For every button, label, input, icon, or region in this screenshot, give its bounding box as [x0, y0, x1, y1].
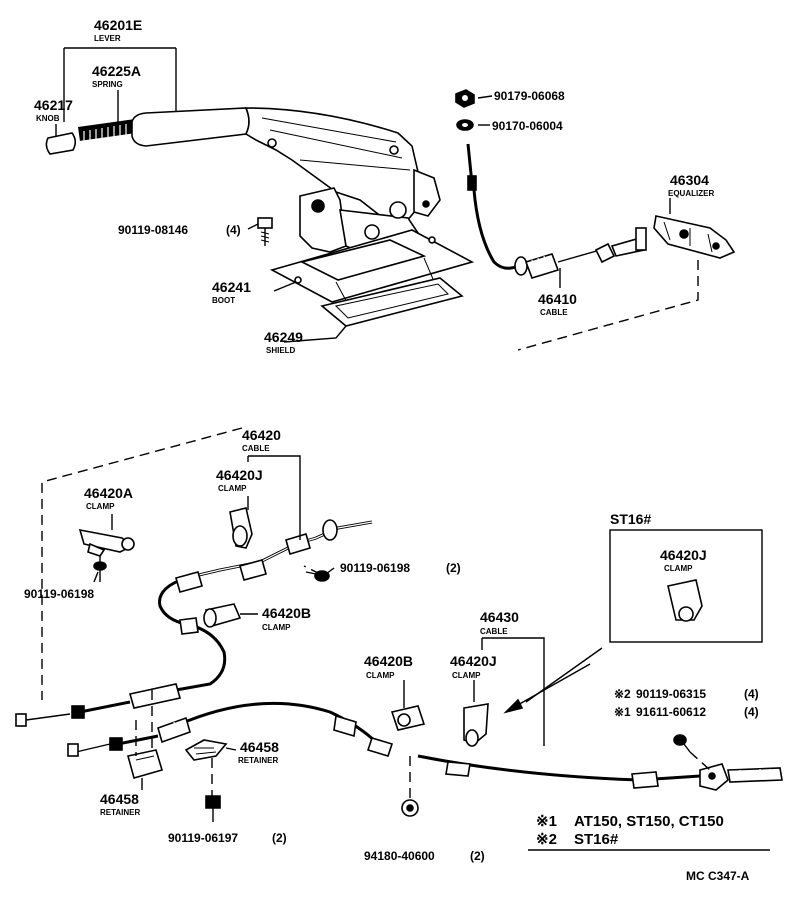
- front-cable-number: 46410: [538, 291, 577, 307]
- equalizer-drawing: [653, 215, 736, 259]
- shield-name: SHIELD: [266, 346, 296, 355]
- bolt-x2-number: 90119-06315: [636, 687, 706, 701]
- washer-top-number: 90170-06004: [492, 119, 563, 133]
- front-cable-name: CABLE: [540, 308, 568, 317]
- bolt-x1-number: 91611-60612: [636, 705, 706, 719]
- lever-grip-drawing: [131, 107, 250, 147]
- bolt-bottom-number: 90119-06197: [168, 831, 238, 845]
- retainer-upper-drawing: [184, 739, 228, 761]
- retainer-upper-number: 46458: [240, 739, 279, 755]
- ref-code: MC C347-A: [686, 869, 750, 883]
- inset-arrow: [503, 647, 603, 714]
- washer-top-drawing: [456, 119, 474, 131]
- knob-drawing: [45, 132, 77, 155]
- bolt-bottom-drawing: [205, 795, 221, 822]
- spring-drawing: [78, 119, 136, 143]
- clamp-b2-name: CLAMP: [366, 671, 395, 680]
- clamp-j2-drawing: [463, 703, 489, 747]
- clamp-a-drawing: [78, 528, 135, 557]
- clamp-j-name: CLAMP: [218, 484, 247, 493]
- retainer-lower-drawing: [127, 749, 163, 779]
- front-cable-drawing: [466, 143, 647, 279]
- bolt-bottom-qty: (2): [272, 831, 287, 845]
- equalizer-number: 46304: [670, 172, 709, 188]
- bolt-x2-qty: (4): [744, 687, 759, 701]
- note1-mark: ※1: [536, 813, 557, 830]
- spring-number: 46225A: [92, 63, 141, 79]
- lever-bracket-drawing: [299, 187, 347, 253]
- bolt-clamp-a-number: 90119-06198: [24, 587, 94, 601]
- grommet-drawing: [401, 799, 419, 817]
- equalizer-name: EQUALIZER: [668, 189, 714, 198]
- bolt-x1-qty: (4): [744, 705, 759, 719]
- clamp-b-name: CLAMP: [262, 623, 291, 632]
- bolt-clamp-a-drawing: [93, 556, 107, 582]
- bolt-x1-mark: ※1: [614, 705, 631, 719]
- inset-box: [609, 529, 763, 643]
- clamp-b-drawing: [203, 603, 242, 628]
- inset-clamp-number: 46420J: [660, 547, 707, 563]
- clamp-j2-number: 46420J: [450, 653, 497, 669]
- boot-number: 46241: [212, 279, 251, 295]
- bolt-top-qty: (4): [226, 223, 241, 237]
- grommet-qty: (2): [470, 849, 485, 863]
- knob-number: 46217: [34, 97, 73, 113]
- clamp-b2-drawing: [390, 705, 426, 731]
- nut-top-drawing: [455, 89, 475, 108]
- note2-mark: ※2: [536, 831, 557, 848]
- upper-leaders: [55, 47, 671, 343]
- cable-lh-number: 46430: [480, 609, 519, 625]
- bolt-x-dash: [689, 751, 711, 771]
- bolt-top-number: 90119-08146: [118, 223, 188, 237]
- retainer-lower-name: RETAINER: [100, 808, 141, 817]
- cable-rh-drawing: [15, 519, 373, 727]
- lower-dash-frame: [41, 427, 243, 700]
- shield-number: 46249: [264, 329, 303, 345]
- clamp-a-number: 46420A: [84, 485, 133, 501]
- grommet-number: 94180-40600: [364, 849, 435, 863]
- bolt-x-drawing: [673, 734, 691, 753]
- lower-dash-lines: [135, 565, 411, 800]
- lever-assembly: [45, 107, 441, 253]
- cable-lh-drawing: [67, 701, 783, 791]
- retainer-lower-number: 46458: [100, 791, 139, 807]
- bolt-clamp-j-qty: (2): [446, 561, 461, 575]
- clamp-j-number: 46420J: [216, 467, 263, 483]
- bolt-top-drawing: [257, 217, 273, 246]
- boot-name: BOOT: [212, 296, 235, 305]
- note2-text: ST16#: [574, 831, 619, 848]
- spring-name: SPRING: [92, 80, 123, 89]
- clamp-j2-name: CLAMP: [452, 671, 481, 680]
- knob-name: KNOB: [36, 114, 60, 123]
- clamp-j-drawing: [229, 507, 253, 549]
- bolt-clamp-j-number: 90119-06198: [340, 561, 410, 575]
- nut-top-number: 90179-06068: [494, 89, 565, 103]
- boot-drawing: [269, 229, 475, 309]
- inset-title: ST16#: [610, 511, 651, 527]
- cable-rh-number: 46420: [242, 427, 281, 443]
- clamp-b2-number: 46420B: [364, 653, 413, 669]
- clamp-b-number: 46420B: [262, 605, 311, 621]
- retainer-upper-name: RETAINER: [238, 756, 279, 765]
- cable-lh-name: CABLE: [480, 627, 508, 636]
- note1-text: AT150, ST150, CT150: [574, 813, 724, 830]
- cable-rh-name: CABLE: [242, 444, 270, 453]
- clamp-a-name: CLAMP: [86, 502, 115, 511]
- bolt-x2-mark: ※2: [614, 687, 631, 701]
- shield-drawing: [320, 277, 464, 327]
- lever-name: LEVER: [94, 34, 121, 43]
- inset-clamp-name: CLAMP: [664, 564, 693, 573]
- lower-leaders: [93, 455, 545, 790]
- upper-dash-line: [517, 260, 699, 351]
- lever-number: 46201E: [94, 17, 142, 33]
